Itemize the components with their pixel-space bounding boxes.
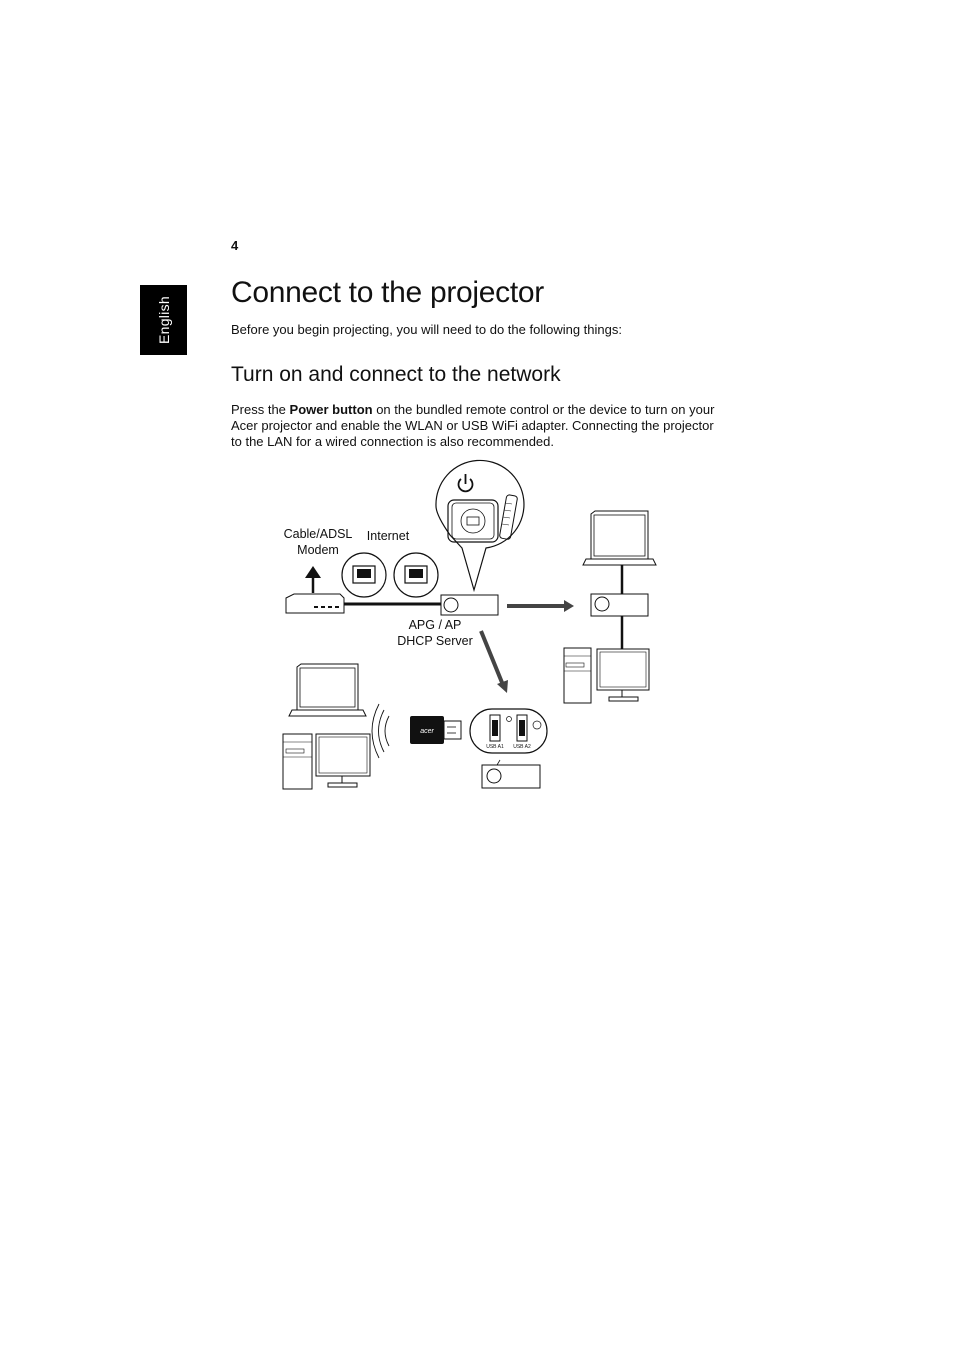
usb-wifi-adapter-icon (410, 716, 462, 744)
desktop-tower-icon (282, 733, 313, 790)
remote-pad-icon (447, 499, 499, 543)
language-tab: English (140, 285, 187, 355)
projector-icon (590, 593, 649, 617)
projector-icon (481, 764, 541, 789)
upload-arrow-icon (305, 566, 321, 593)
adapter-brand-logo: acer (420, 728, 434, 735)
label-modem-line1: Cable/ADSL (284, 527, 353, 541)
ethernet-port-icon (341, 552, 387, 598)
usb-port-1-label: USB A1 (486, 744, 504, 750)
modem-icon (285, 593, 345, 614)
usb-port-2-label: USB A2 (513, 744, 531, 750)
label-internet: Internet (367, 529, 410, 543)
usb-port-panel-callout (469, 708, 548, 766)
laptop-icon (288, 663, 367, 717)
diagonal-arrow-icon (479, 630, 508, 693)
projector-icon (440, 594, 499, 616)
ethernet-port-icon (393, 552, 439, 598)
wireless-signal-icon (371, 703, 390, 759)
section-body: Press the Power button on the bundled re… (231, 402, 721, 450)
page-title: Connect to the projector (231, 276, 544, 309)
label-server-line2: DHCP Server (397, 634, 472, 648)
power-button-term: Power button (289, 402, 373, 417)
monitor-icon (315, 733, 371, 788)
laptop-icon (582, 510, 657, 566)
label-modem-line2: Modem (297, 543, 339, 557)
remote-control-callout (435, 459, 525, 593)
body-suffix: on the bundled remote control or the dev… (231, 402, 715, 449)
desktop-tower-icon (563, 647, 592, 704)
section-title: Turn on and connect to the network (231, 363, 561, 386)
label-server-line1: APG / AP (409, 618, 462, 632)
monitor-icon (596, 648, 650, 702)
page-number: 4 (231, 238, 239, 253)
remote-unit-icon (499, 494, 518, 540)
body-prefix: Press the (231, 402, 290, 417)
right-arrow-icon (507, 600, 574, 612)
intro-paragraph: Before you begin projecting, you will ne… (231, 322, 622, 337)
power-icon (457, 474, 474, 493)
